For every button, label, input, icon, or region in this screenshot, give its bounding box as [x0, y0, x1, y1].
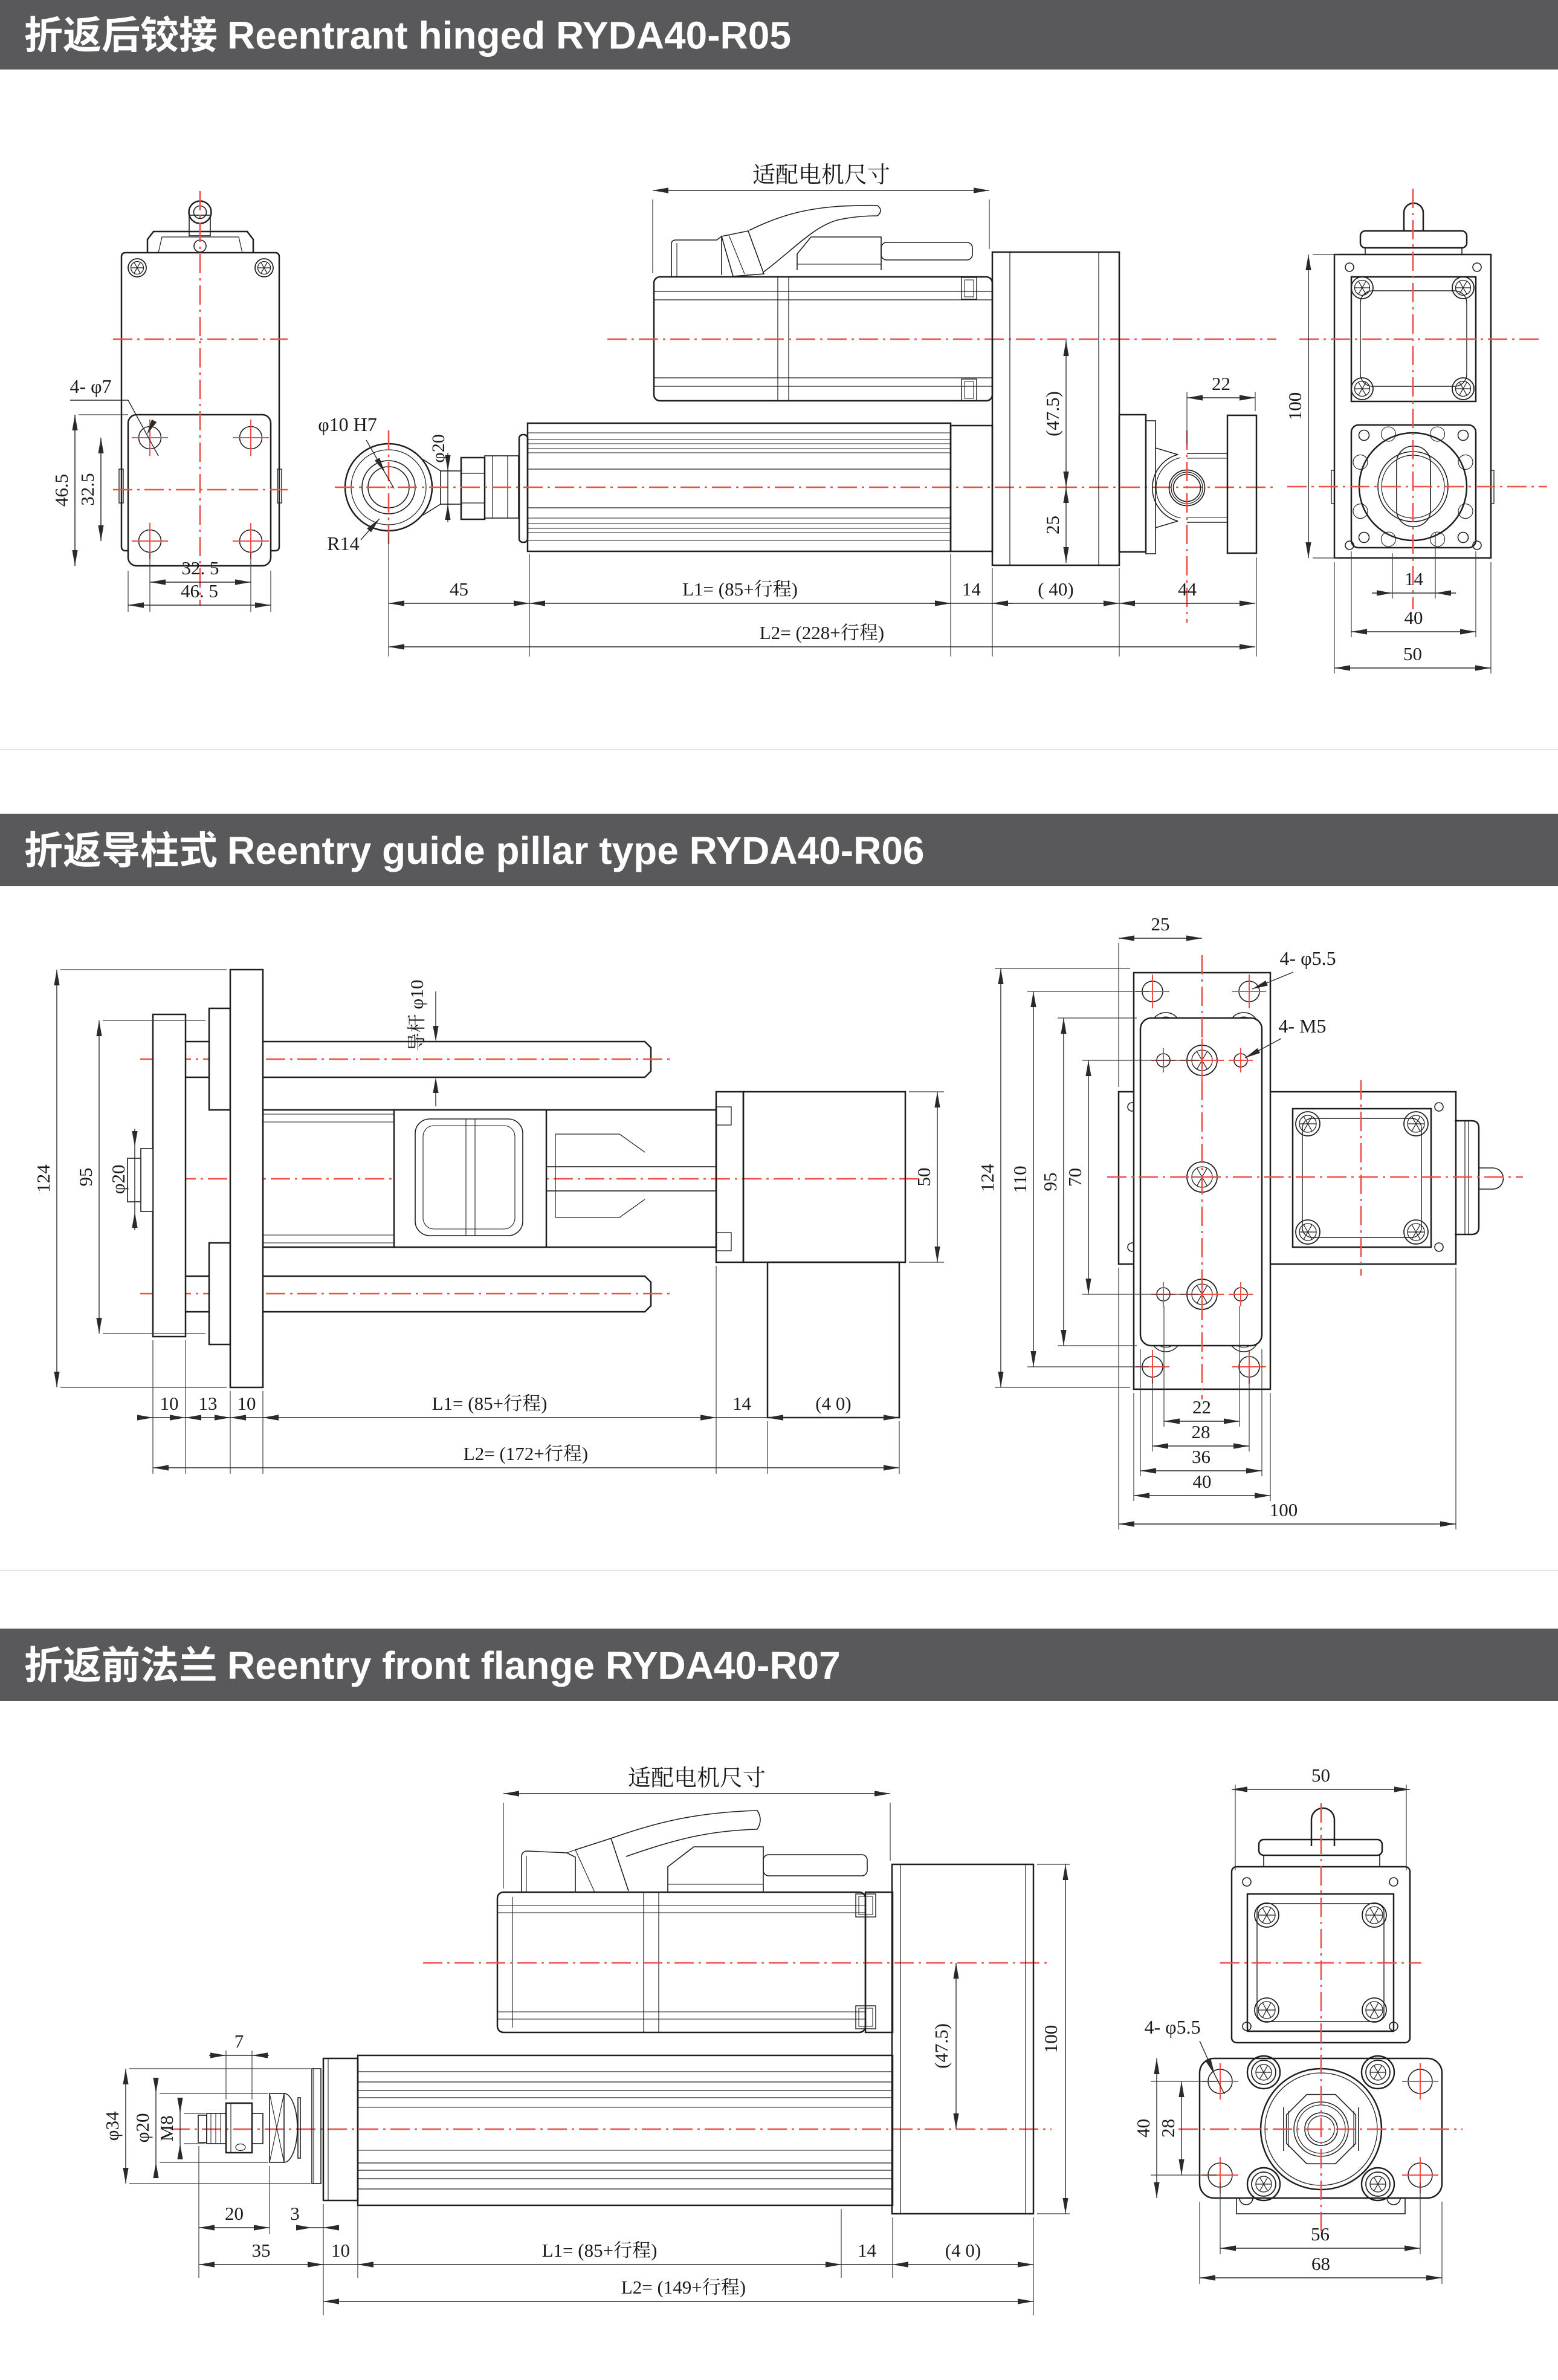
svg-text:): ): [582, 1443, 588, 1464]
svg-text:50: 50: [1311, 1765, 1330, 1786]
svg-text:14: 14: [1404, 568, 1424, 589]
svg-text:10: 10: [238, 1393, 256, 1414]
svg-text:): ): [878, 622, 884, 643]
svg-text:4- M5: 4- M5: [1278, 1015, 1326, 1037]
svg-text:95: 95: [75, 1168, 96, 1187]
svg-text:φ20: φ20: [108, 1164, 129, 1194]
svg-text:4- φ5.5: 4- φ5.5: [1280, 947, 1336, 969]
svg-text:10: 10: [160, 1393, 179, 1414]
svg-text:L1= (85+: L1= (85+: [542, 2240, 613, 2261]
svg-text:22: 22: [1212, 373, 1230, 394]
svg-text:14: 14: [858, 2240, 877, 2261]
svg-text:100: 100: [1270, 1499, 1298, 1520]
svg-text:100: 100: [1284, 392, 1305, 421]
svg-text:32. 5: 32. 5: [182, 557, 219, 579]
svg-text:50: 50: [913, 1168, 934, 1187]
svg-text:50: 50: [1403, 643, 1422, 664]
svg-text:46.5: 46.5: [51, 474, 72, 507]
svg-text:φ10 H7: φ10 H7: [318, 413, 377, 435]
svg-text:28: 28: [1157, 2119, 1178, 2138]
svg-text:35: 35: [252, 2240, 271, 2261]
svg-text:L2= (228+: L2= (228+: [760, 622, 841, 643]
svg-text:): ): [792, 579, 798, 600]
svg-text:L1= (85+: L1= (85+: [432, 1393, 503, 1414]
svg-text:): ): [651, 2240, 657, 2261]
svg-text:25: 25: [1042, 516, 1063, 534]
svg-text:13: 13: [199, 1393, 218, 1414]
svg-text:(47.5): (47.5): [931, 2023, 952, 2069]
svg-text:40: 40: [1133, 2119, 1154, 2138]
svg-text:28: 28: [1192, 1421, 1211, 1442]
svg-text:( 40): ( 40): [1038, 579, 1073, 600]
svg-text:(4 0): (4 0): [815, 1393, 851, 1414]
svg-text:3: 3: [290, 2203, 300, 2224]
svg-text:124: 124: [977, 1164, 998, 1192]
svg-text:100: 100: [1040, 2025, 1061, 2054]
svg-text:L2= (172+: L2= (172+: [464, 1443, 545, 1464]
svg-text:110: 110: [1009, 1166, 1030, 1193]
svg-text:φ20: φ20: [132, 2113, 153, 2142]
svg-text:56: 56: [1311, 2223, 1330, 2245]
svg-text:φ10: φ10: [406, 980, 427, 1014]
svg-text:Reentry guide pillar type RYDA: Reentry guide pillar type RYDA40-R06: [227, 829, 925, 872]
svg-text:40: 40: [1404, 607, 1423, 628]
svg-text:φ34: φ34: [102, 2111, 123, 2141]
svg-text:46. 5: 46. 5: [181, 580, 218, 601]
svg-text:20: 20: [225, 2203, 244, 2224]
svg-text:M8: M8: [156, 2115, 177, 2141]
svg-text:124: 124: [33, 1164, 54, 1193]
svg-text:45: 45: [450, 579, 468, 600]
svg-text:L2= (149+: L2= (149+: [621, 2277, 702, 2298]
svg-text:L1= (85+: L1= (85+: [682, 579, 754, 600]
svg-text:Reentry front flange RYDA40-R0: Reentry front flange RYDA40-R07: [227, 1644, 841, 1687]
svg-text:4- φ5.5: 4- φ5.5: [1145, 2016, 1201, 2038]
svg-text:14: 14: [962, 579, 981, 600]
svg-text:32.5: 32.5: [77, 473, 98, 505]
svg-text:): ): [541, 1393, 547, 1414]
svg-text:): ): [740, 2277, 746, 2298]
svg-text:68: 68: [1311, 2253, 1330, 2274]
svg-text:4- φ7: 4- φ7: [70, 375, 112, 397]
svg-text:36: 36: [1192, 1446, 1211, 1467]
svg-text:25: 25: [1151, 913, 1170, 935]
svg-text:22: 22: [1192, 1396, 1211, 1418]
svg-text:44: 44: [1178, 579, 1197, 600]
svg-text:R14: R14: [327, 533, 359, 554]
svg-text:(47.5): (47.5): [1042, 391, 1063, 436]
svg-text:14: 14: [732, 1393, 752, 1414]
svg-text:7: 7: [234, 2031, 244, 2052]
svg-text:95: 95: [1039, 1173, 1061, 1192]
svg-text:70: 70: [1064, 1168, 1085, 1187]
svg-text:(4 0): (4 0): [945, 2240, 981, 2261]
svg-text:Reentrant hinged RYDA40-R05: Reentrant hinged RYDA40-R05: [227, 14, 791, 57]
svg-text:φ20: φ20: [428, 434, 448, 462]
svg-text:40: 40: [1193, 1471, 1212, 1492]
svg-text:10: 10: [331, 2240, 350, 2261]
